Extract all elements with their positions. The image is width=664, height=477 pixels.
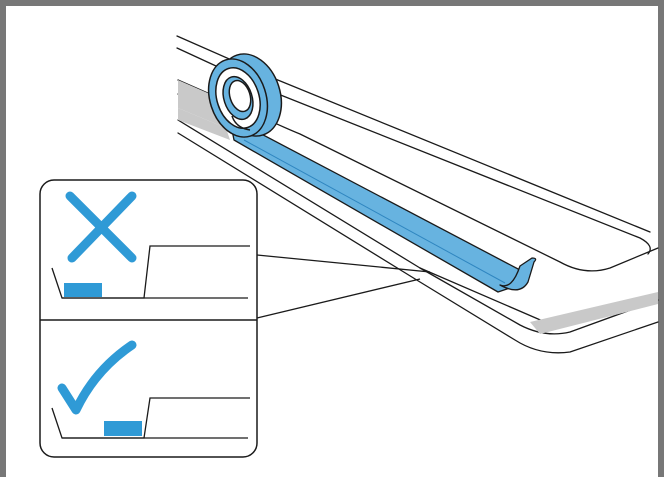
callout-connector [256, 254, 431, 319]
edge-profile [51, 397, 250, 439]
incorrect-example [51, 191, 250, 299]
correct-example [51, 340, 250, 439]
edge-profile [51, 245, 250, 299]
tape-roll-icon [207, 53, 283, 138]
tape-misplaced [64, 283, 102, 297]
callout-panel [39, 179, 258, 458]
tape-correct [104, 421, 142, 436]
cross-icon [65, 191, 137, 263]
check-icon [57, 340, 137, 415]
